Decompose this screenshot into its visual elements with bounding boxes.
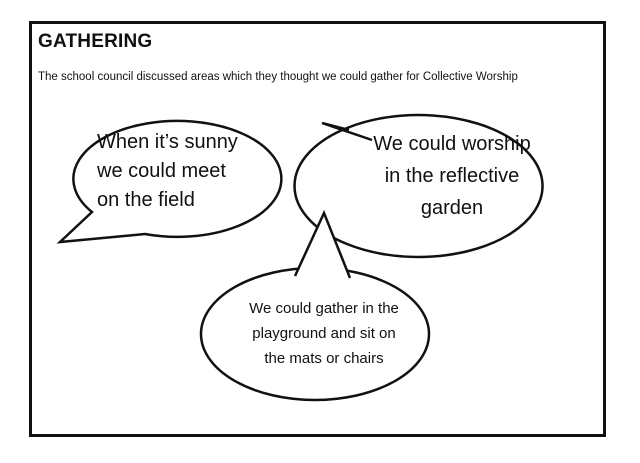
- speech-bubble-garden-text: We could worship in the reflective garde…: [373, 133, 531, 219]
- speech-bubble-playground-tail: [293, 209, 352, 279]
- speech-bubble-garden-tail: [321, 121, 373, 142]
- speech-bubble-field-text: When it’s sunny we could meet on the fie…: [97, 131, 238, 211]
- speech-bubble-garden-outline: [293, 113, 544, 259]
- page-border: [29, 21, 606, 437]
- speech-bubble-field-outline: [56, 119, 283, 244]
- page-subtitle: The school council discussed areas which…: [38, 71, 518, 83]
- page-title: GATHERING: [38, 31, 153, 52]
- speech-bubble-playground-text: We could gather in the playground and si…: [249, 300, 399, 367]
